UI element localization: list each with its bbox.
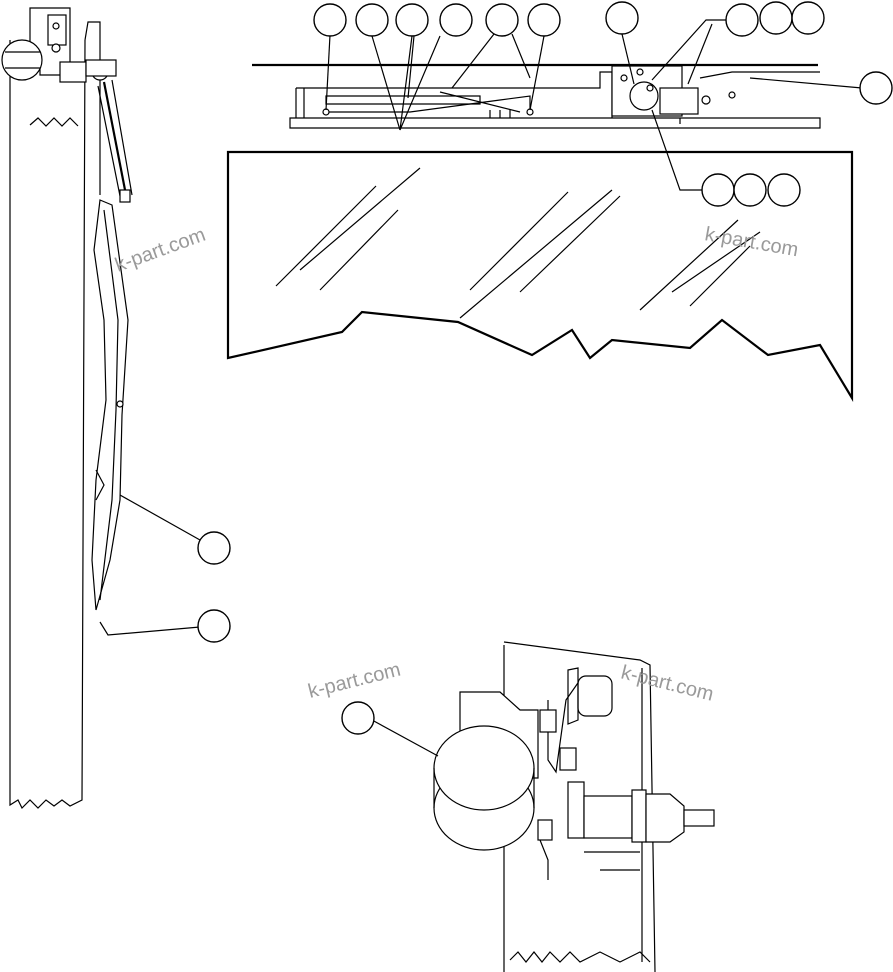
- leader: [325, 34, 331, 111]
- detail-plate-lines: [584, 851, 640, 871]
- detail-grommet: [631, 789, 647, 843]
- leader: [651, 19, 728, 81]
- motor-end: [701, 95, 711, 105]
- link-rod-2: [439, 91, 521, 113]
- motor-sides: [433, 768, 535, 808]
- callout-circle: [197, 531, 231, 565]
- bracket-plate: [47, 14, 67, 46]
- wiper-arm-edge: [97, 79, 133, 197]
- leader-blade: [119, 494, 201, 541]
- watermark: k-part.com: [306, 659, 403, 703]
- leader: [511, 33, 531, 79]
- detail-link: [547, 679, 581, 774]
- crank-pin: [646, 84, 654, 92]
- blade-rubber: [99, 209, 119, 601]
- bolt: [728, 91, 736, 99]
- leader: [529, 35, 545, 111]
- watermark: k-part.com: [619, 662, 716, 706]
- callout-circle: [701, 173, 735, 207]
- bolt: [51, 43, 61, 53]
- pivot-cap: [85, 59, 117, 77]
- link-rod: [326, 95, 531, 113]
- watermark: k-part.com: [112, 224, 208, 277]
- pillar-edge: [84, 21, 101, 195]
- bracket-edge: [699, 71, 820, 79]
- leader: [687, 23, 713, 85]
- leader-blade-end: [99, 621, 201, 636]
- rivets: [489, 110, 511, 118]
- pivot-housing: [59, 61, 87, 83]
- arm-clip: [119, 189, 131, 203]
- detail-nut: [559, 747, 577, 771]
- detail-nut: [539, 709, 557, 733]
- blade-yoke: [95, 469, 105, 501]
- wiper-arm: [102, 81, 128, 196]
- watermark: k-part.com: [703, 223, 800, 261]
- leader: [749, 77, 863, 89]
- leader: [399, 35, 441, 131]
- detail-nut: [537, 819, 553, 841]
- callout-circle: [759, 1, 793, 35]
- callout-circle: [355, 3, 389, 37]
- top-view: [226, 1, 893, 402]
- callout-circle: [485, 3, 519, 37]
- callout-circle: [733, 173, 767, 207]
- callout-circle: [341, 701, 375, 735]
- callout-circle: [395, 3, 429, 37]
- detail-spindle: [683, 809, 715, 827]
- callout-circle: [313, 3, 347, 37]
- wiper-blade: [91, 199, 129, 611]
- pillar-top-break: [29, 117, 79, 127]
- detail-washer: [567, 781, 585, 839]
- blade-pin: [116, 400, 124, 408]
- windshield-glass: [226, 150, 854, 402]
- bolt: [620, 74, 628, 82]
- callout-circle: [439, 3, 473, 37]
- leader: [407, 35, 415, 99]
- callout-circle: [767, 173, 801, 207]
- leader-motor: [371, 719, 439, 757]
- motor-band: [5, 51, 40, 69]
- wiper-motor-top: [659, 87, 699, 115]
- cab-pillar: [9, 39, 86, 810]
- pillar-break: [509, 951, 651, 963]
- glass-reflection: [275, 167, 761, 319]
- callout-circle: [605, 1, 639, 35]
- callout-circle: [527, 3, 561, 37]
- leader: [451, 33, 495, 89]
- side-view: [1, 7, 231, 810]
- leader: [371, 35, 401, 131]
- wiper-motor-side: [1, 39, 43, 81]
- detail-pivot-cap: [577, 675, 613, 717]
- detail-view: [341, 641, 715, 972]
- callout-circle: [197, 609, 231, 643]
- leader: [621, 33, 635, 85]
- detail-bushing: [583, 795, 633, 839]
- leader: [651, 109, 703, 191]
- bolt: [636, 68, 644, 76]
- callout-circle: [859, 71, 893, 105]
- callout-circle: [791, 1, 825, 35]
- bolt: [52, 22, 60, 30]
- crank-disc: [629, 81, 659, 111]
- callout-circle: [725, 3, 759, 37]
- detail-clip: [539, 839, 549, 880]
- detail-spindle-head: [645, 793, 685, 843]
- mount-plate: [289, 117, 821, 129]
- detail-pivot-base: [567, 667, 579, 725]
- detail-motor-top: [433, 725, 535, 811]
